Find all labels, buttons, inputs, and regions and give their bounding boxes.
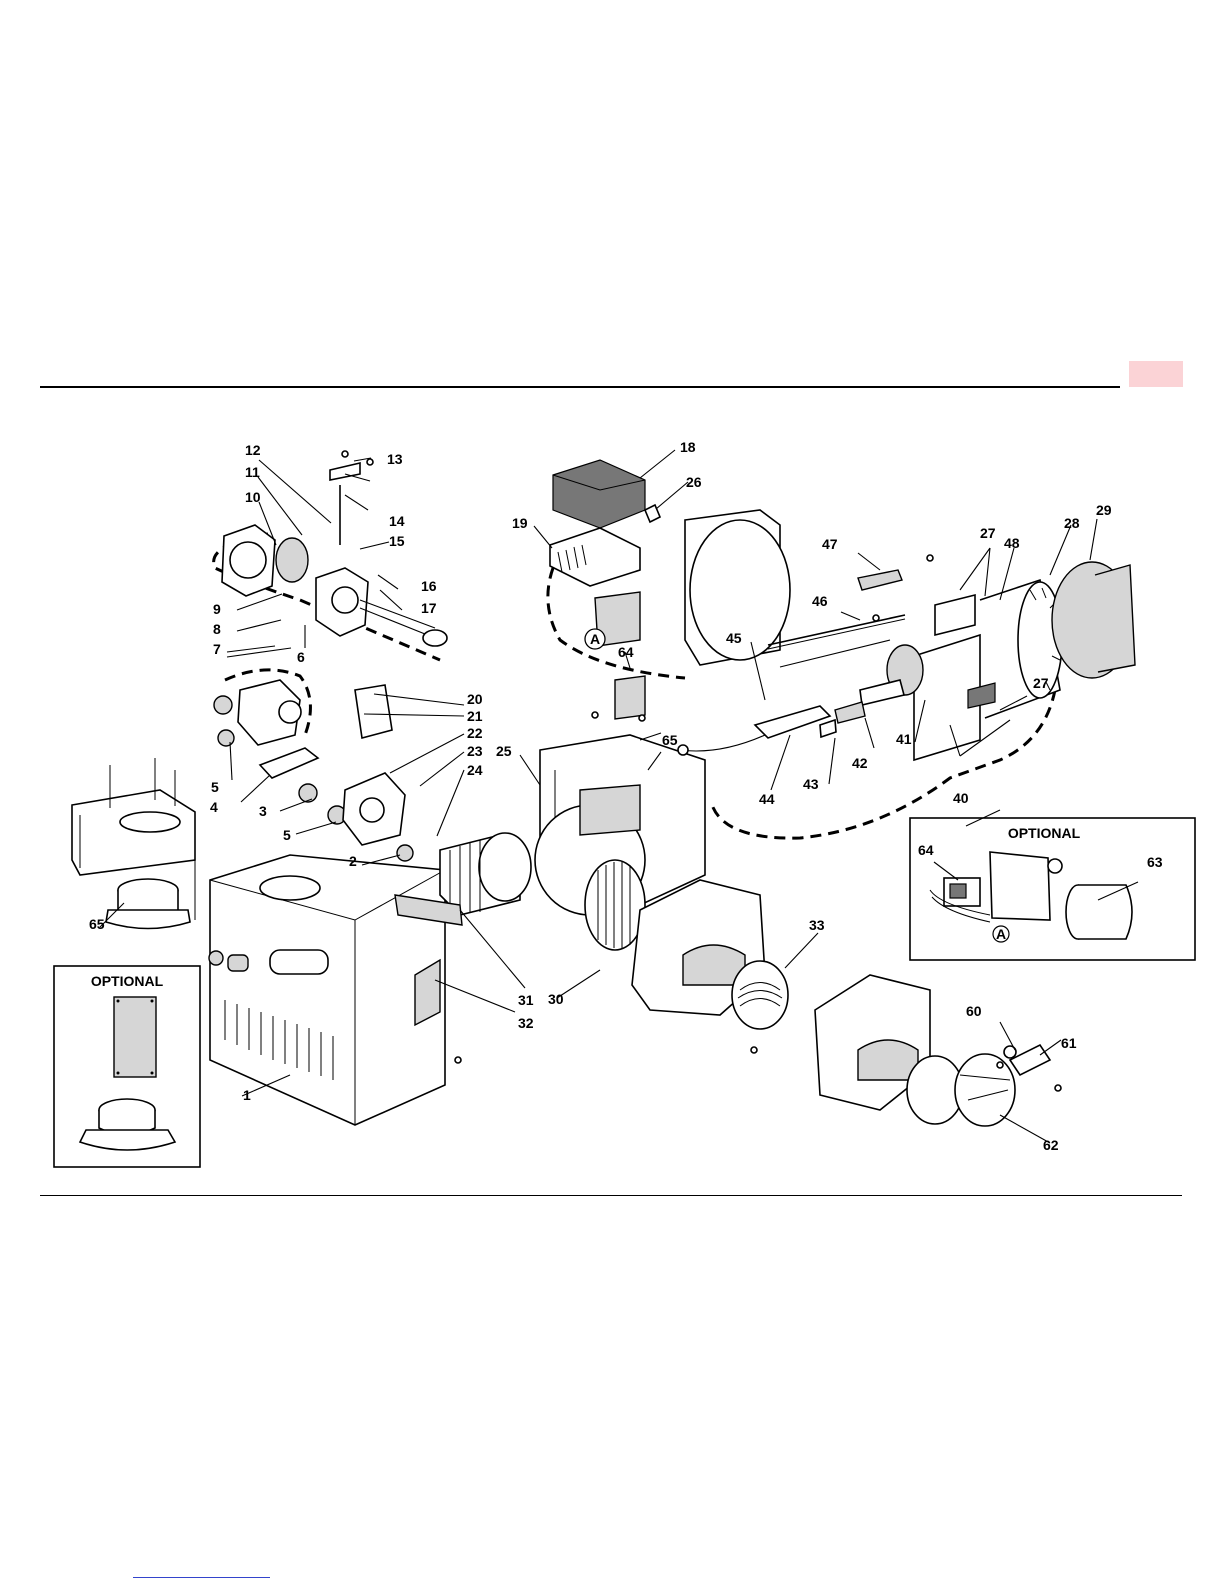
callout-27b: 27 xyxy=(1033,675,1049,691)
callout-3: 3 xyxy=(259,803,267,819)
optional-box-right: OPTIONAL A xyxy=(910,818,1195,960)
optional-box-left-title: OPTIONAL xyxy=(91,973,164,989)
blanking-plate xyxy=(114,997,156,1077)
fan-wheel xyxy=(585,860,645,950)
optional-box-right-title: OPTIONAL xyxy=(1008,825,1081,841)
callout-1: 1 xyxy=(243,1087,251,1103)
air-grille xyxy=(732,961,788,1029)
callout-22: 22 xyxy=(467,725,483,741)
callout-17: 17 xyxy=(421,600,437,616)
callout-42: 42 xyxy=(852,755,868,771)
callout-61: 61 xyxy=(1061,1035,1077,1051)
callout-33: 33 xyxy=(809,917,825,933)
callout-25: 25 xyxy=(496,743,512,759)
callout-64b: 64 xyxy=(618,644,634,660)
valve-group xyxy=(214,680,413,861)
callout-10: 10 xyxy=(245,489,261,505)
callout-5a: 5 xyxy=(211,779,219,795)
callout-31: 31 xyxy=(518,992,534,1008)
detail-ref-a: A xyxy=(585,629,605,649)
callout-4: 4 xyxy=(210,799,218,815)
callout-48: 48 xyxy=(1004,535,1020,551)
callout-5b: 5 xyxy=(283,827,291,843)
callout-62: 62 xyxy=(1043,1137,1059,1153)
callout-7: 7 xyxy=(213,641,221,657)
callout-45: 45 xyxy=(726,630,742,646)
callout-8: 8 xyxy=(213,621,221,637)
blast-tube xyxy=(914,562,1135,760)
detail-ref-a-letter: A xyxy=(590,631,600,647)
callout-16: 16 xyxy=(421,578,437,594)
callout-32: 32 xyxy=(518,1015,534,1031)
callout-21: 21 xyxy=(467,708,483,724)
callout-27a: 27 xyxy=(980,525,996,541)
alternate-air-housing xyxy=(815,975,1050,1126)
callout-13: 13 xyxy=(387,451,403,467)
callout-29: 29 xyxy=(1096,502,1112,518)
callout-65b: 65 xyxy=(662,732,678,748)
callout-18: 18 xyxy=(680,439,696,455)
callout-64a: 64 xyxy=(918,842,934,858)
callout-30: 30 xyxy=(548,991,564,1007)
nozzle-group-outline xyxy=(712,690,1055,838)
callout-11: 11 xyxy=(245,464,260,480)
callout-19: 19 xyxy=(512,515,528,531)
callout-9: 9 xyxy=(213,601,221,617)
callout-43: 43 xyxy=(803,776,819,792)
callout-14: 14 xyxy=(389,513,405,529)
callout-24: 24 xyxy=(467,762,483,778)
callout-26: 26 xyxy=(686,474,702,490)
callout-47: 47 xyxy=(822,536,838,552)
callout-46: 46 xyxy=(812,593,828,609)
callout-40: 40 xyxy=(953,790,969,806)
callout-2: 2 xyxy=(349,853,357,869)
optional-ref-letter: A xyxy=(996,926,1006,942)
callout-44: 44 xyxy=(759,791,775,807)
mounting-adapter-left xyxy=(72,758,195,929)
callout-20: 20 xyxy=(467,691,483,707)
callout-60: 60 xyxy=(966,1003,982,1019)
optional-box-left: OPTIONAL xyxy=(54,966,200,1167)
callout-63: 63 xyxy=(1147,854,1163,870)
callout-15: 15 xyxy=(389,533,405,549)
burner-housing xyxy=(209,855,445,1125)
callout-6: 6 xyxy=(297,649,305,665)
air-intake-housing xyxy=(632,880,788,1029)
callout-23: 23 xyxy=(467,743,483,759)
control-box xyxy=(550,460,660,646)
callout-28: 28 xyxy=(1064,515,1080,531)
callout-41: 41 xyxy=(896,731,912,747)
callout-65a: 65 xyxy=(89,916,105,932)
callout-12: 12 xyxy=(245,442,261,458)
